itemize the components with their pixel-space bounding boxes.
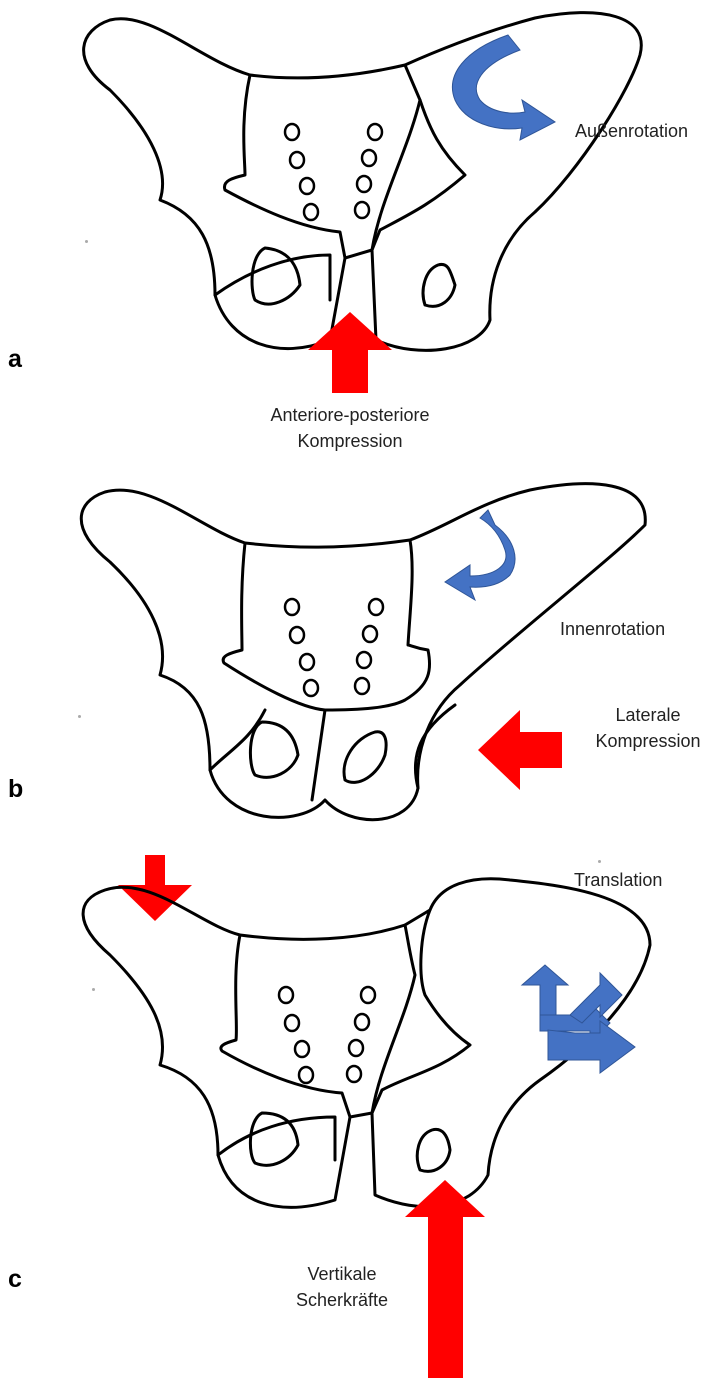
translation-label: Translation — [574, 867, 662, 893]
panel-c-vertical-shear: c Translation Vertikale Scherkräfte — [0, 855, 721, 1378]
pelvis-a-illustration — [0, 0, 721, 460]
obturator-left-a — [252, 248, 300, 304]
sacral-foramina-c — [279, 987, 375, 1083]
speck — [598, 860, 601, 863]
pubic-left-c — [218, 1117, 335, 1160]
obturator-right-b — [344, 732, 386, 783]
ischium-left-b — [210, 710, 265, 770]
ap-compression-label-line1: Anteriore-posteriore — [240, 402, 460, 428]
external-rotation-arrow-icon — [452, 35, 555, 140]
pubic-left-a — [215, 255, 330, 300]
lateral-compression-arrow-icon — [478, 710, 562, 790]
ap-compression-arrow-icon — [308, 312, 392, 393]
external-rotation-label: Außenrotation — [575, 118, 688, 144]
sacrum-b-outline — [223, 540, 430, 710]
overlap-b — [312, 710, 325, 800]
vertical-shear-label-line2: Scherkräfte — [282, 1287, 402, 1313]
panel-letter-c: c — [8, 1265, 22, 1294]
pelvis-b-illustration — [0, 470, 721, 850]
sacral-foramina-b — [285, 599, 383, 696]
lateral-compression-label: Laterale Kompression — [578, 702, 718, 754]
sacral-foramina-a — [285, 124, 382, 220]
obturator-right-c — [417, 1129, 450, 1171]
vertical-shear-label: Vertikale Scherkräfte — [282, 1261, 402, 1313]
translation-arrow-icon — [522, 965, 635, 1073]
vertical-shear-label-line1: Vertikale — [282, 1261, 402, 1287]
obturator-left-b — [250, 722, 298, 777]
vertical-shear-up-arrow-icon — [405, 1180, 485, 1378]
panel-b-lateral-compression: b Innenrotation Laterale Kompression — [0, 470, 721, 850]
ap-compression-label: Anteriore-posteriore Kompression — [240, 402, 460, 454]
speck — [85, 240, 88, 243]
displaced-hemipelvis-c — [372, 910, 470, 1113]
obturator-right-a — [423, 264, 455, 306]
pelvis-a-outline — [84, 13, 642, 351]
speck — [92, 988, 95, 991]
ap-compression-label-line2: Kompression — [240, 428, 460, 454]
diastasis-a-outline — [372, 100, 465, 250]
sacrum-a-outline — [224, 65, 420, 258]
panel-letter-a: a — [8, 345, 22, 374]
panel-letter-b: b — [8, 775, 23, 804]
internal-rotation-arrow-icon — [445, 510, 515, 600]
panel-a-anteroposterior-compression: a Außenrotation Anteriore-posteriore Kom… — [0, 0, 721, 460]
lateral-compression-label-line2: Kompression — [578, 728, 718, 754]
speck — [78, 715, 81, 718]
internal-rotation-label: Innenrotation — [560, 616, 665, 642]
lateral-compression-label-line1: Laterale — [578, 702, 718, 728]
